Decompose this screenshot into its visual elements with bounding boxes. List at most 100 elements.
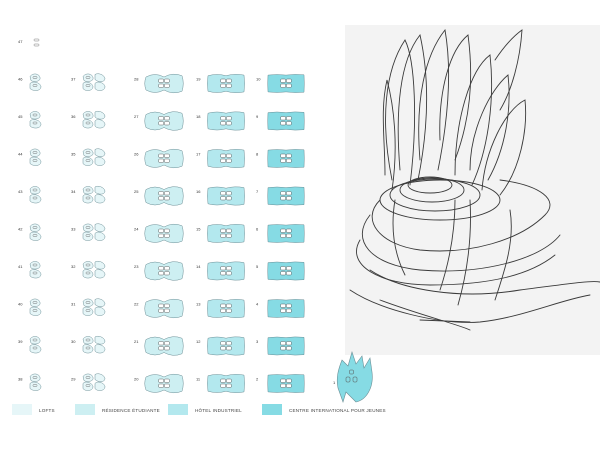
floor-plate: 14 — [196, 261, 245, 281]
floor-label: 38 — [18, 377, 23, 382]
floor-label: 35 — [71, 152, 76, 157]
floor-label: 20 — [134, 377, 139, 382]
floor-plate: 42 — [18, 223, 42, 241]
floor-plate: 9 — [256, 111, 305, 131]
floor-label: 17 — [196, 152, 201, 157]
floor-plate: 26 — [134, 148, 184, 169]
floor-label: 5 — [256, 264, 259, 269]
legend-swatch — [12, 404, 32, 415]
legend-item: RÉSIDENCE ÉTUDIANTE — [75, 404, 160, 415]
floor-label: 36 — [71, 114, 76, 119]
floor-label: 1 — [333, 380, 336, 385]
floor-plate: 18 — [196, 111, 245, 131]
floor-plate: 34 — [71, 185, 106, 204]
floor-label: 46 — [18, 77, 23, 82]
floor-plate: 24 — [134, 223, 184, 244]
legend-swatch — [168, 404, 188, 415]
floor-label: 32 — [71, 264, 76, 269]
floor-label: 16 — [196, 189, 201, 194]
floor-plate: 16 — [196, 186, 245, 206]
floor-label: 24 — [134, 227, 139, 232]
floor-label: 21 — [134, 339, 139, 344]
floor-plate: 2 — [256, 374, 305, 393]
floor-plate: 40 — [18, 298, 42, 316]
floor-plate: 21 — [134, 336, 184, 356]
floor-label: 8 — [256, 152, 259, 157]
floor-label: 44 — [18, 152, 23, 157]
floor-label: 31 — [71, 302, 76, 307]
floor-plate: 30 — [71, 335, 106, 354]
floor-label: 19 — [196, 77, 201, 82]
floor-label: 25 — [134, 189, 139, 194]
floor-label: 14 — [196, 264, 201, 269]
sketch-paper — [345, 25, 600, 355]
legend-label: LOFTS — [39, 408, 55, 413]
floor-plate: 6 — [256, 224, 305, 243]
floor-plate: 32 — [71, 260, 106, 279]
floor-plate: 29 — [71, 373, 106, 391]
floor-label: 45 — [18, 114, 23, 119]
floor-label: 18 — [196, 114, 201, 119]
floor-label: 27 — [134, 114, 139, 119]
floor-plate: 37 — [71, 73, 106, 91]
floor-label: 6 — [256, 227, 259, 232]
floor-label: 2 — [256, 377, 259, 382]
legend-label: HÔTEL INDUSTRIEL — [195, 407, 242, 413]
floor-plate: 23 — [134, 261, 184, 281]
floor-plan-grid: 4746454443424140393837363534333231302928… — [18, 38, 305, 394]
floor-plate: 22 — [134, 298, 184, 319]
floor-plate: 47 — [18, 38, 40, 47]
floor-plate: 15 — [196, 224, 245, 243]
legend-label: CENTRE INTERNATIONAL POUR JEUNES — [289, 408, 386, 413]
floor-label: 43 — [18, 189, 23, 194]
floor-plate: 4 — [256, 299, 305, 318]
floor-plate: 17 — [196, 149, 245, 168]
floor-label: 42 — [18, 227, 23, 232]
legend: LOFTS RÉSIDENCE ÉTUDIANTE HÔTEL INDUSTRIEL… — [12, 404, 386, 415]
legend-label: RÉSIDENCE ÉTUDIANTE — [102, 407, 160, 413]
floor-plate: 39 — [18, 336, 42, 354]
floor-label: 33 — [71, 227, 76, 232]
floor-plate: 38 — [18, 373, 42, 391]
floor-plate: 12 — [196, 336, 245, 356]
floor-plate: 45 — [18, 111, 42, 129]
floor-plate: 36 — [71, 110, 106, 129]
floor-label: 47 — [18, 39, 23, 44]
floor-plate: 35 — [71, 148, 106, 166]
floor-label: 9 — [256, 114, 259, 119]
floor-plate: 31 — [71, 298, 106, 316]
floor-label: 13 — [196, 302, 201, 307]
floor-label: 34 — [71, 189, 76, 194]
floor-plate: 44 — [18, 148, 42, 166]
floor-plate: 43 — [18, 186, 42, 204]
floor-label: 7 — [256, 189, 259, 194]
floor-label: 41 — [18, 264, 23, 269]
legend-swatch — [75, 404, 95, 415]
floor-plate: 46 — [18, 73, 42, 91]
floor-plate: 3 — [256, 336, 305, 356]
floor-label: 23 — [134, 264, 139, 269]
floor-label: 28 — [134, 77, 139, 82]
floor-plate: 33 — [71, 223, 106, 241]
floor-label: 40 — [18, 302, 23, 307]
ground-floor: 1 — [333, 350, 373, 403]
floor-label: 26 — [134, 152, 139, 157]
floor-plate: 28 — [134, 73, 184, 94]
floor-label: 11 — [196, 377, 201, 382]
floor-label: 12 — [196, 339, 201, 344]
floor-plate: 5 — [256, 261, 305, 281]
floor-label: 15 — [196, 227, 201, 232]
legend-item: LOFTS — [12, 404, 55, 415]
floor-label: 22 — [134, 302, 139, 307]
legend-swatch — [262, 404, 282, 415]
legend-item: HÔTEL INDUSTRIEL — [168, 404, 242, 415]
legend-item: CENTRE INTERNATIONAL POUR JEUNES — [262, 404, 386, 415]
floor-label: 4 — [256, 302, 259, 307]
floor-plate: 25 — [134, 186, 184, 206]
floor-plate: 7 — [256, 186, 305, 206]
floor-plate: 19 — [196, 74, 245, 93]
tower-sketch-drawing — [349, 28, 600, 331]
floor-plate: 27 — [134, 111, 184, 131]
floor-plate: 41 — [18, 261, 42, 279]
